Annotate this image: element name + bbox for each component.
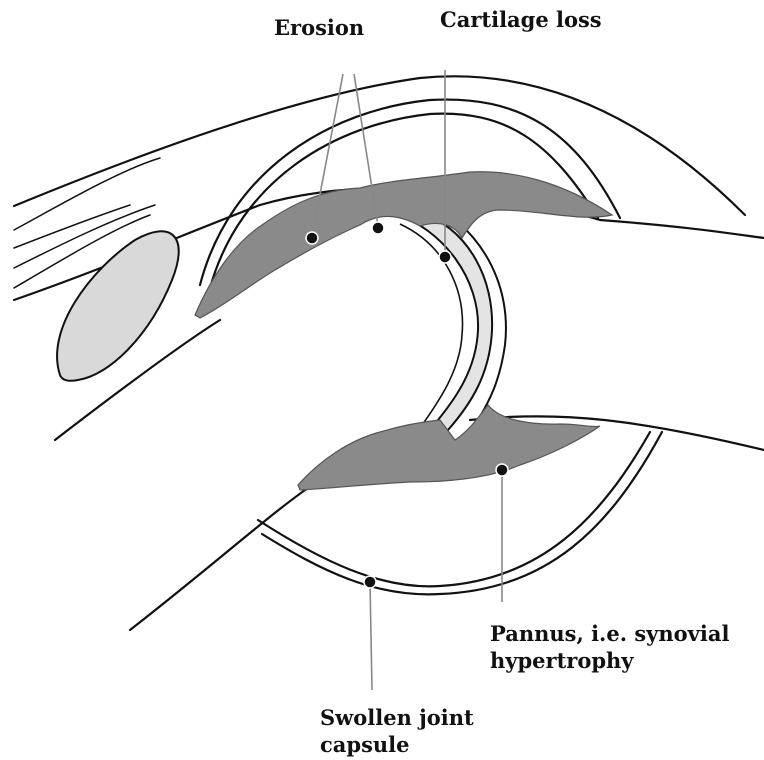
cartilage-curve	[392, 212, 492, 430]
bursa	[57, 231, 179, 380]
marker-erosion-2	[372, 222, 384, 234]
marker-capsule	[364, 576, 376, 588]
label-capsule-line1: Swollen joint	[320, 704, 474, 731]
label-swollen-capsule: Swollen joint capsule	[320, 704, 474, 758]
label-cartilage-loss-text: Cartilage loss	[440, 6, 602, 33]
marker-erosion-1	[306, 232, 318, 244]
label-cartilage-loss: Cartilage loss	[440, 6, 602, 33]
marker-pannus	[496, 464, 508, 476]
label-pannus-line2: hypertrophy	[490, 647, 729, 674]
label-erosion: Erosion	[274, 14, 364, 41]
tendon-fiber	[14, 205, 130, 248]
pannus-upper	[195, 172, 612, 318]
label-erosion-text: Erosion	[274, 14, 364, 41]
lower-bone-bottom	[130, 480, 320, 630]
label-pannus-line1: Pannus, i.e. synovial	[490, 620, 729, 647]
label-capsule-line2: capsule	[320, 731, 474, 758]
label-pannus: Pannus, i.e. synovial hypertrophy	[490, 620, 729, 674]
leader-capsule	[370, 582, 372, 690]
marker-cartilage	[439, 251, 451, 263]
